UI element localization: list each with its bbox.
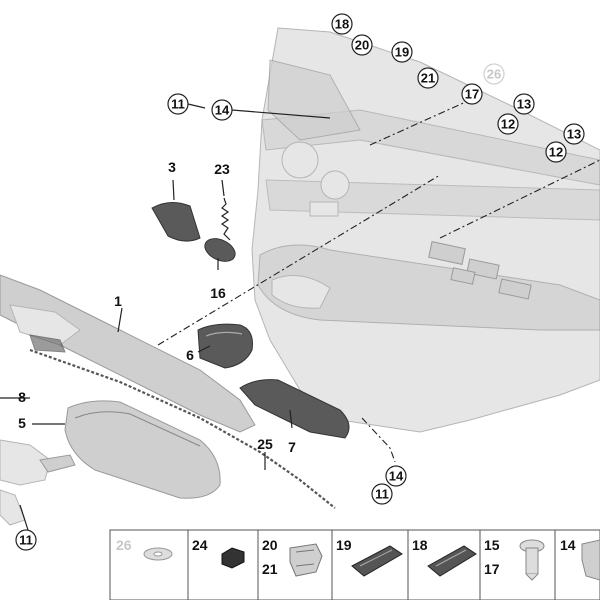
legend-label-17: 17 xyxy=(484,561,500,577)
legend-label-26: 26 xyxy=(116,537,132,553)
armrest-pad-part-5 xyxy=(64,400,221,499)
trim-part-6 xyxy=(197,323,253,369)
svg-text:17: 17 xyxy=(465,87,479,102)
callout-23: 23 xyxy=(214,161,230,177)
svg-text:14: 14 xyxy=(389,469,404,484)
callout-14-bottom: 14 xyxy=(385,465,407,487)
cover-part-3 xyxy=(151,202,201,242)
callout-12-b: 12 xyxy=(545,141,567,163)
rail-clip-icon xyxy=(427,545,477,577)
callout-11-right: 11 xyxy=(371,483,393,505)
callout-20: 20 xyxy=(351,34,373,56)
callout-21: 21 xyxy=(417,67,439,89)
svg-text:20: 20 xyxy=(355,38,369,53)
cover-part-16 xyxy=(204,238,236,262)
callout-7: 7 xyxy=(288,439,296,455)
svg-text:21: 21 xyxy=(421,71,435,86)
callout-5: 5 xyxy=(18,415,26,431)
legend-label-19: 19 xyxy=(336,537,352,553)
legend-label-14: 14 xyxy=(560,537,576,553)
callout-16: 16 xyxy=(210,285,226,301)
svg-text:11: 11 xyxy=(375,487,389,502)
handle-bracket xyxy=(0,439,76,526)
legend-label-18: 18 xyxy=(412,537,428,553)
legend-label-20: 20 xyxy=(262,537,278,553)
legend-label-15: 15 xyxy=(484,537,500,553)
seal-strip-part-25 xyxy=(29,348,336,509)
callout-11-left: 11 xyxy=(15,529,37,551)
callout-17: 17 xyxy=(461,83,483,105)
callout-8: 8 xyxy=(18,389,26,405)
spring-part-23 xyxy=(220,197,231,241)
svg-text:12: 12 xyxy=(549,145,563,160)
callout-12-a: 12 xyxy=(497,113,519,135)
trim-part-7 xyxy=(239,379,350,439)
callout-6: 6 xyxy=(186,347,194,363)
callout-13-a: 13 xyxy=(513,93,535,115)
hex-nut-icon xyxy=(221,547,245,569)
svg-text:11: 11 xyxy=(171,97,185,112)
callout-14-top: 14 xyxy=(211,99,233,121)
callout-26-top: 26 xyxy=(483,63,505,85)
callout-19: 19 xyxy=(391,41,413,63)
svg-text:14: 14 xyxy=(215,103,230,118)
callout-13-b: 13 xyxy=(563,123,585,145)
svg-text:12: 12 xyxy=(501,117,515,132)
door-trim-panel xyxy=(251,27,600,433)
svg-text:19: 19 xyxy=(395,45,409,60)
callout-25: 25 xyxy=(257,436,273,452)
svg-text:13: 13 xyxy=(517,97,531,112)
callout-3: 3 xyxy=(168,159,176,175)
speaker-opening-icon xyxy=(281,141,319,179)
svg-text:26: 26 xyxy=(487,67,501,82)
svg-text:18: 18 xyxy=(335,17,349,32)
callout-1: 1 xyxy=(114,293,122,309)
legend-label-24: 24 xyxy=(192,537,208,553)
rail-clip-icon xyxy=(351,545,403,577)
handle-trim-strip xyxy=(0,274,256,433)
expansion-nut-icon xyxy=(581,539,600,581)
fastener-legend-strip: 26 24 20 21 19 18 15 17 14 xyxy=(109,529,600,600)
svg-text:11: 11 xyxy=(19,533,33,548)
legend-label-21: 21 xyxy=(262,561,278,577)
speaker-opening-icon xyxy=(320,170,350,200)
svg-text:13: 13 xyxy=(567,127,581,142)
callout-18: 18 xyxy=(331,13,353,35)
callout-11-top: 11 xyxy=(167,93,189,115)
